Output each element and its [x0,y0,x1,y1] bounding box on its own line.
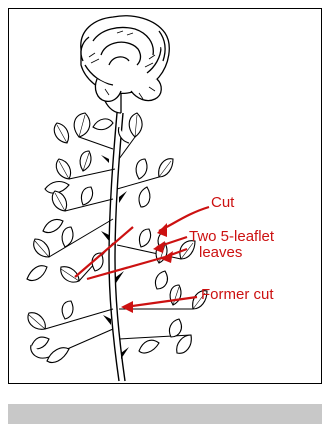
former-cut-arrow-line [125,297,197,307]
former-cut-label: Former cut [201,287,274,302]
cut-label: Cut [211,195,234,210]
footer-bar [8,404,322,424]
rose-stem-illustration [9,9,323,385]
leaves [27,113,207,363]
arrowhead-cut [157,223,167,237]
arrowhead-former-cut [121,301,133,313]
rose-bloom [81,16,169,113]
two-leaflet-label-line1: Two 5-leaflet [189,229,274,244]
illustration-frame: Cut Two 5-leaflet leaves Former cut [8,8,322,384]
two-leaflet-label-line2: leaves [199,245,242,260]
